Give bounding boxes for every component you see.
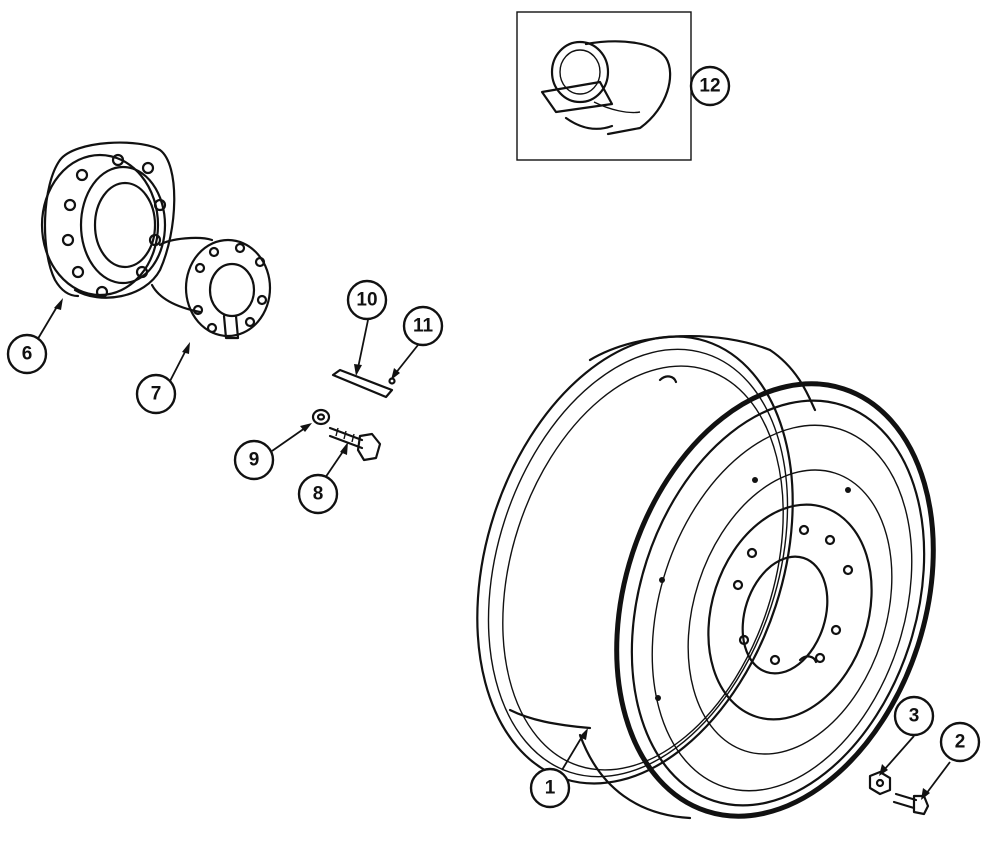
callout-1-label: 1 xyxy=(545,778,556,799)
callout-11-label: 11 xyxy=(413,316,434,337)
cap-screw-drawing xyxy=(328,426,382,462)
callout-1: 1 xyxy=(529,767,571,809)
callout-8: 8 xyxy=(297,473,339,515)
pin-drawing xyxy=(388,377,396,385)
callout-10: 10 xyxy=(346,279,388,321)
callout-8-label: 8 xyxy=(313,484,324,505)
wheel-rim-drawing xyxy=(476,334,936,820)
hub-adapter-drawing xyxy=(150,236,272,340)
callout-11: 11 xyxy=(402,305,444,347)
callout-9: 9 xyxy=(233,439,275,481)
callout-6-label: 6 xyxy=(22,344,33,365)
callout-2-label: 2 xyxy=(955,732,966,753)
callout-12-label: 12 xyxy=(699,76,720,97)
washer-drawing xyxy=(311,408,331,426)
callout-7-label: 7 xyxy=(151,384,162,405)
callout-9-label: 9 xyxy=(249,450,260,471)
callout-10-label: 10 xyxy=(356,290,377,311)
bushing-drawing xyxy=(540,40,672,136)
callout-12: 12 xyxy=(689,65,731,107)
key-drawing xyxy=(331,368,394,399)
callout-3-label: 3 xyxy=(909,706,920,727)
callout-3: 3 xyxy=(893,695,935,737)
leader-lines xyxy=(35,298,951,800)
callout-6: 6 xyxy=(6,333,48,375)
callout-2: 2 xyxy=(939,721,981,763)
hub-flange-drawing xyxy=(40,141,176,299)
bushing-inset xyxy=(516,11,692,161)
callout-7: 7 xyxy=(135,373,177,415)
